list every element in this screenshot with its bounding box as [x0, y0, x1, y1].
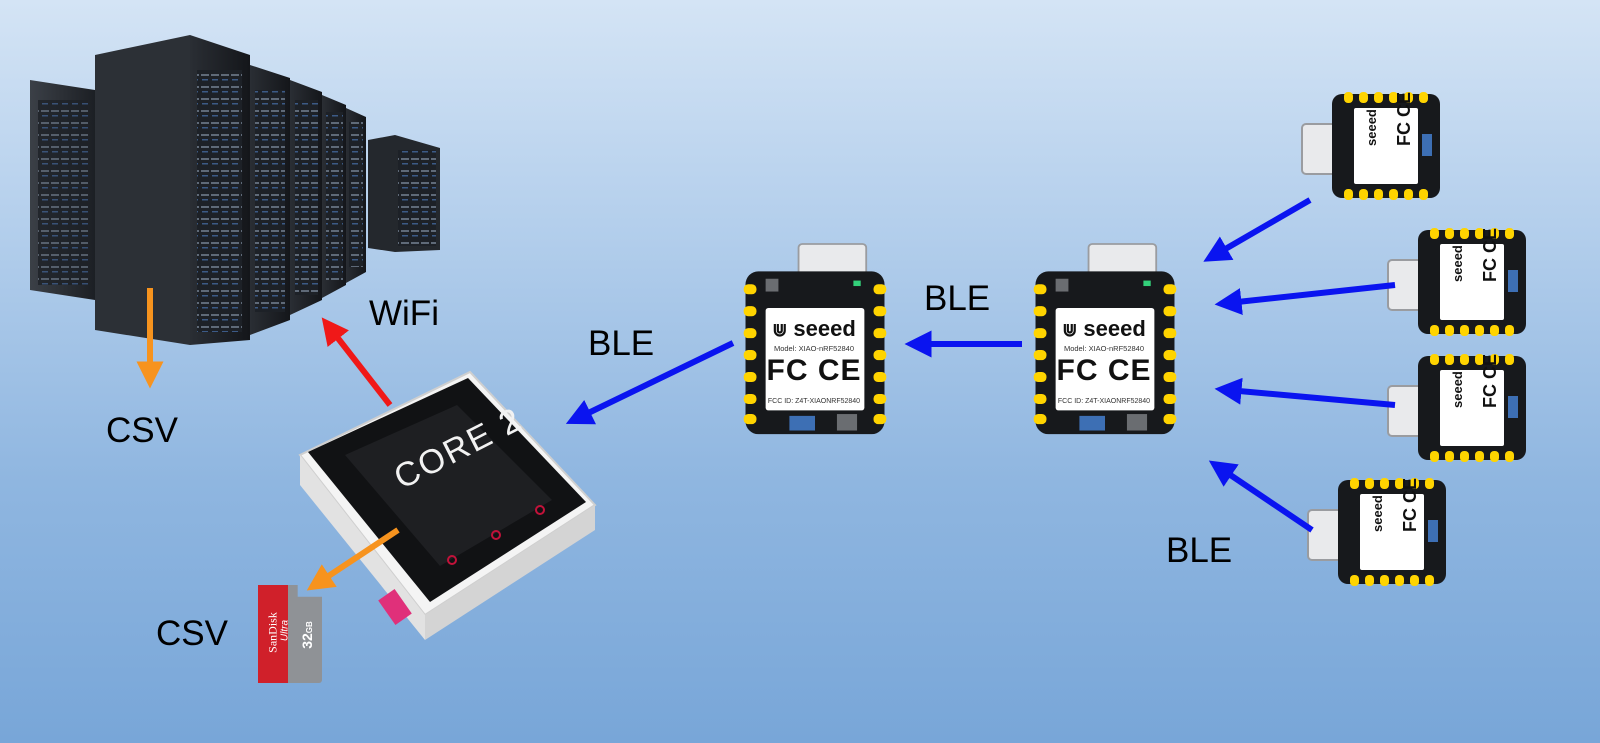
csv-label-server: CSV [106, 411, 178, 450]
core2-button-b [491, 530, 501, 540]
fcc-ce-mark: FC CE [1056, 354, 1152, 387]
board-model: Model: XIAO-nRF52840 [1063, 344, 1145, 353]
rack-main-side [95, 35, 190, 345]
core2-usb-port [378, 588, 412, 626]
ble-arrow-sensor-4 [1208, 460, 1314, 533]
fcc-ce-mark: FC CE [766, 354, 862, 387]
xiao-relay-board-left: ⋓ seeed Model: XIAO-nRF52840 FC CE FCC I… [738, 243, 892, 442]
xiao-relay-board-right: ⋓ seeed Model: XIAO-nRF52840 FC CE FCC I… [1028, 243, 1182, 442]
csv-label-sd: CSV [156, 614, 228, 653]
sd-card: SanDisk Ultra 32GB [258, 585, 322, 683]
core2-screen [345, 405, 552, 566]
csv-arrow-sd [306, 527, 400, 591]
ble-label-core2: BLE [588, 324, 655, 363]
board-model: Model: XIAO-nRF52840 [773, 344, 855, 353]
wifi-arrow [321, 317, 393, 407]
ble-arrow-sensor-3 [1214, 377, 1396, 408]
core2-button-c [535, 505, 545, 515]
board-fcc-id: FCC ID: Z4T-XIAONRF52840 [1057, 398, 1151, 405]
board-fcc-id: FCC ID: Z4T-XIAONRF52840 [767, 398, 861, 405]
seeed-logo-icon: ⋓ [1062, 320, 1078, 340]
board-brand: seeed [1083, 316, 1146, 341]
ble-arrow-sensor-2 [1214, 282, 1396, 315]
core2-button-a [447, 555, 457, 565]
seeed-logo-icon: ⋓ [772, 320, 788, 340]
ble-arrow-core2 [565, 340, 735, 425]
ble-label-sensors: BLE [1166, 531, 1233, 570]
ble-label-relay: BLE [924, 279, 991, 318]
board-brand: seeed [793, 316, 856, 341]
wifi-label: WiFi [369, 294, 439, 333]
ble-arrow-sensor-1 [1203, 197, 1312, 262]
